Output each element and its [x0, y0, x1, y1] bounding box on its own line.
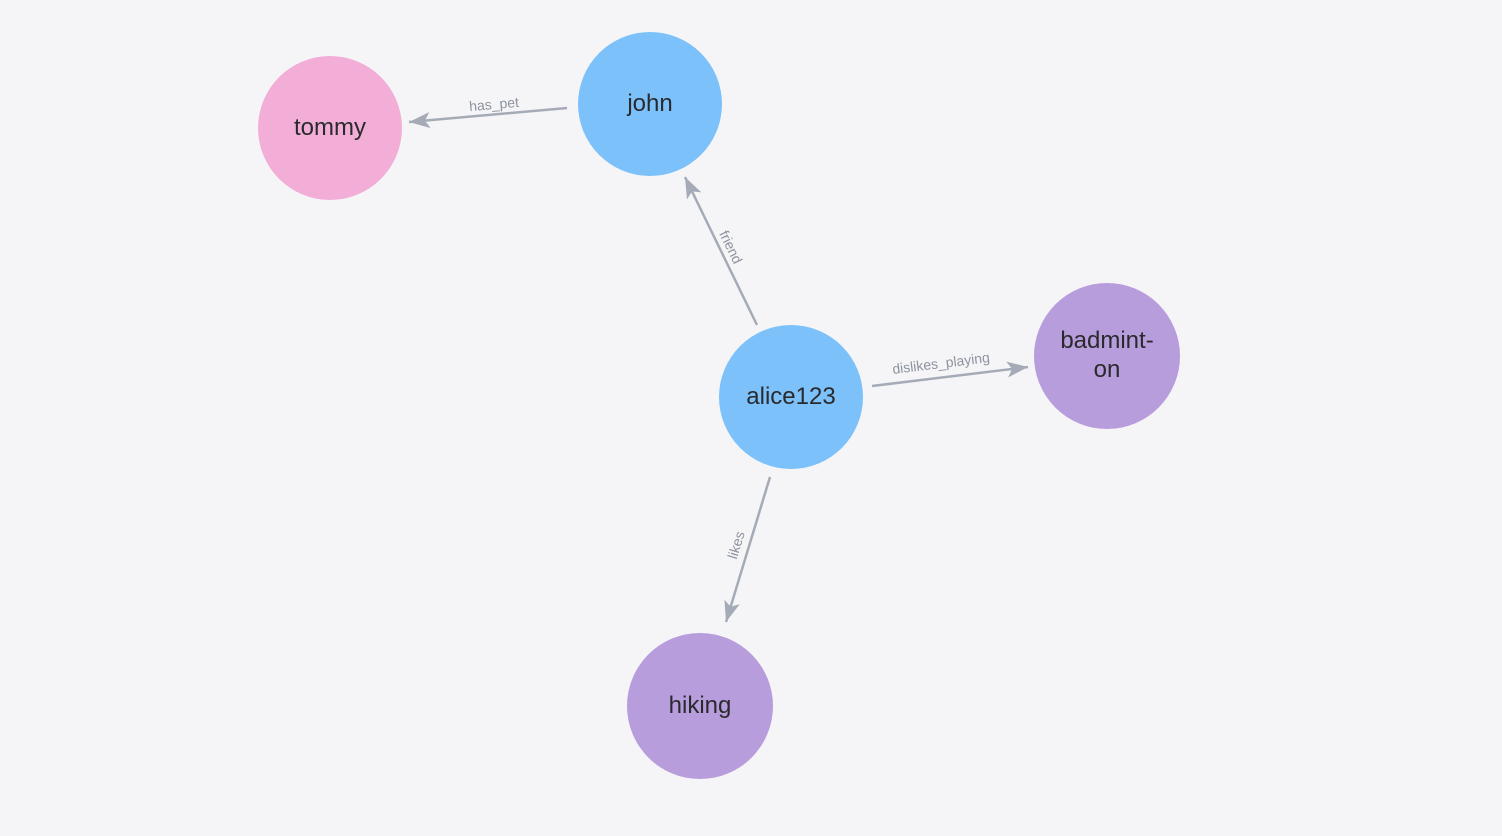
graph-node-john[interactable]: john: [578, 32, 722, 176]
edge-likes[interactable]: [724, 476, 772, 623]
node-caption: john: [627, 89, 673, 117]
edge-friend[interactable]: [683, 176, 759, 326]
node-caption: badmint- on: [1060, 327, 1154, 383]
graph-node-alice123[interactable]: alice123: [719, 325, 863, 469]
node-caption: tommy: [294, 113, 366, 141]
graph-node-badminton[interactable]: badmint- on: [1034, 283, 1180, 429]
node-caption: hiking: [668, 691, 732, 719]
graph-node-hiking[interactable]: hiking: [627, 633, 773, 779]
edge-dislikes_playing[interactable]: [871, 361, 1029, 388]
edge-has_pet[interactable]: [408, 106, 568, 129]
node-caption: alice123: [746, 382, 836, 410]
graph-node-tommy[interactable]: tommy: [258, 56, 402, 200]
